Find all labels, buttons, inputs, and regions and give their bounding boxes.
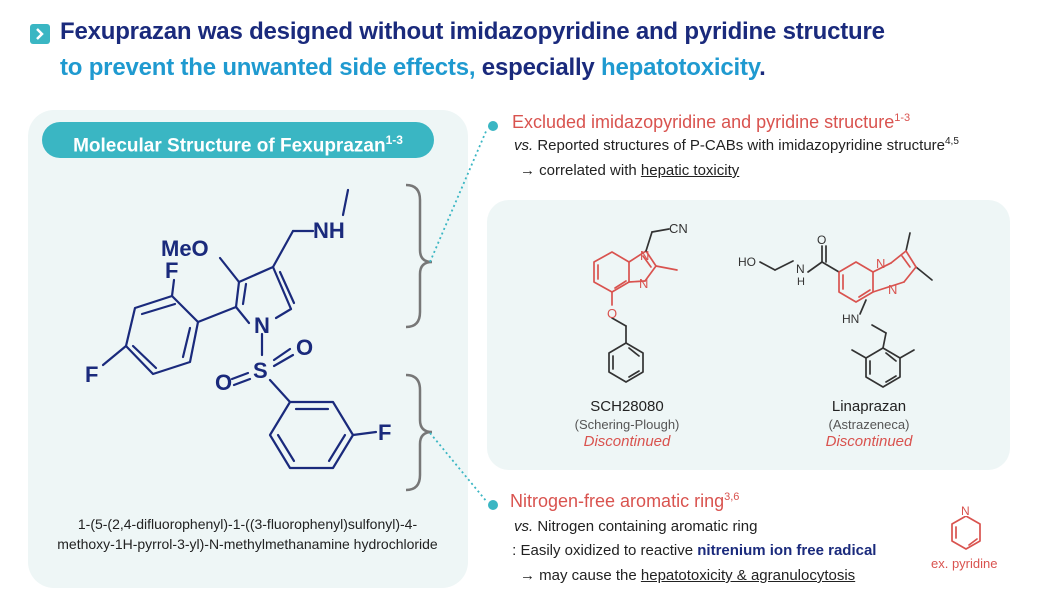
pyridine-label: ex. pyridine — [931, 556, 998, 571]
fexuprazan-structure: NH MeO F F N S O O F — [85, 183, 433, 492]
atom-n-b: N — [639, 276, 648, 291]
atom-o-left: O — [215, 370, 232, 395]
atom-o-top: O — [296, 335, 313, 360]
atom-f-right: F — [378, 420, 391, 445]
atom-nh: NH — [313, 218, 345, 243]
headline-line-2: to prevent the unwanted side effects, es… — [60, 54, 766, 81]
hepatotoxicity-link: hepatotoxicity & agranulocytosis — [640, 567, 856, 584]
pyridine-structure — [951, 515, 981, 550]
brace-top — [405, 183, 433, 329]
atom-n-c: N — [876, 256, 885, 271]
connector-top — [429, 128, 488, 263]
atom-hn: HN — [842, 312, 859, 326]
sch28080-caption: SCH28080 (Schering-Plough) Discontinued — [574, 398, 680, 450]
panel-title: Molecular Structure of Fexuprazan1-3 — [42, 122, 434, 158]
sch28080-structure: CN N N O — [593, 221, 688, 383]
linaprazan-structure: HO N H O N N HN — [738, 232, 933, 388]
atom-ho: HO — [738, 255, 756, 269]
section1-line2: → correlated with hepatic toxicity — [520, 162, 740, 179]
atom-h-amide: H — [797, 276, 805, 288]
atom-o-amide: O — [817, 233, 826, 247]
connector-bottom — [429, 432, 488, 503]
section1-line1: vs. Reported structures of P-CABs with i… — [514, 136, 959, 154]
atom-n-amide: N — [796, 262, 805, 276]
atom-s: S — [253, 358, 268, 383]
atom-n: N — [254, 313, 270, 338]
fexuprazan-panel — [28, 110, 468, 588]
section2-line1: vs. Nitrogen containing aromatic ring — [514, 518, 758, 535]
headline-line-1: Fexuprazan was designed without imidazop… — [60, 18, 885, 45]
section1-title: Excluded imidazopyridine and pyridine st… — [512, 112, 911, 132]
atom-n-a: N — [640, 248, 649, 263]
atom-n-pyridine: N — [961, 504, 970, 518]
arrow-badge-icon — [30, 24, 50, 44]
atom-f-top: F — [165, 258, 178, 283]
atom-cn: CN — [669, 221, 688, 236]
atom-n-d: N — [888, 282, 897, 297]
reference-drugs-panel — [487, 200, 1010, 470]
section2-line3: → may cause the hepatotoxicity & agranul… — [520, 567, 856, 584]
atom-o: O — [607, 306, 617, 321]
section2-line2: : Easily oxidized to reactive nitrenium … — [508, 542, 877, 559]
atom-meo: MeO — [161, 236, 209, 261]
hepatic-toxicity-link: hepatic toxicity — [640, 162, 740, 179]
bullet-dot — [488, 500, 498, 510]
linaprazan-caption: Linaprazan (Astrazeneca) Discontinued — [825, 398, 913, 450]
brace-bottom — [405, 373, 433, 492]
bullet-dot — [488, 121, 498, 131]
iupac-name: 1-(5-(2,4-difluorophenyl)-1-((3-fluoroph… — [57, 516, 438, 552]
section2-title: Nitrogen-free aromatic ring3,6 — [510, 491, 740, 511]
atom-f-left: F — [85, 362, 98, 387]
